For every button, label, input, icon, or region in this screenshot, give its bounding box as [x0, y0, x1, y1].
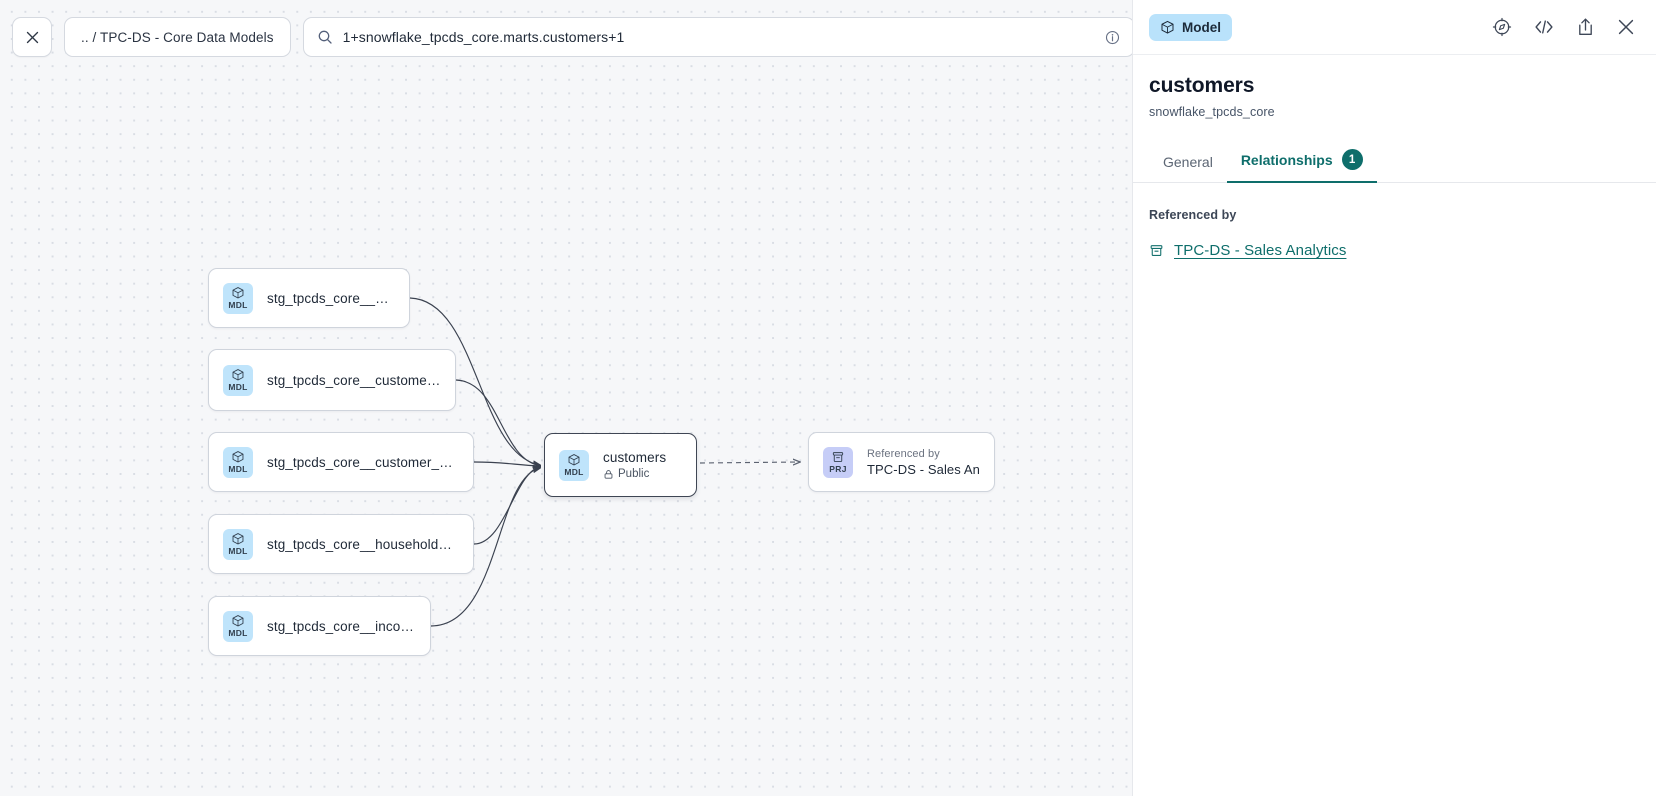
node-type-badge: MDL [223, 528, 253, 560]
project-icon [832, 452, 844, 462]
graph-node-stg-tpcds-core-customer[interactable]: MDL stg_tpcds_core__customer [208, 268, 410, 328]
node-title: stg_tpcds_core__customer [267, 290, 395, 306]
node-title: TPC-DS - Sales Analytics [867, 461, 980, 477]
lineage-search-input[interactable]: 1+snowflake_tpcds_core.marts.customers+1 [302, 17, 1132, 57]
list-item[interactable]: TPC-DS - Sales Analytics [1149, 242, 1636, 259]
node-type-badge: MDL [223, 446, 253, 478]
node-access: Public [603, 468, 666, 480]
breadcrumb[interactable]: .. / TPC-DS - Core Data Models [64, 17, 291, 57]
graph-node-stg-tpcds-core-household-demogr-[interactable]: MDL stg_tpcds_core__household_demogr… [208, 514, 474, 574]
tab-relationships-label: Relationships [1240, 151, 1333, 168]
tab-general-label: General [1163, 154, 1213, 170]
graph-node-stg-tpcds-core-customer-address[interactable]: MDL stg_tpcds_core__customer_address [208, 349, 456, 411]
cube-icon [232, 369, 244, 381]
node-type-badge: MDL [223, 282, 253, 314]
node-text: stg_tpcds_core__customer_demogra… [267, 455, 459, 470]
tab-relationships-count: 1 [1341, 149, 1363, 170]
lineage-canvas[interactable]: MDLstg_tpcds_core__customerMDLstg_tpcds_… [0, 0, 1132, 796]
reference-link[interactable]: TPC-DS - Sales Analytics [1174, 242, 1347, 259]
explore-icon[interactable] [1492, 17, 1512, 37]
node-title: customers [603, 450, 667, 465]
cube-icon [232, 533, 244, 545]
cube-icon [232, 451, 244, 463]
tab-general[interactable]: General [1149, 146, 1227, 183]
code-icon[interactable] [1533, 17, 1555, 37]
project-icon [1150, 245, 1163, 256]
node-text: stg_tpcds_core__income_band [267, 619, 416, 634]
panel-header-actions [1492, 17, 1636, 37]
details-panel-header: Model [1133, 0, 1656, 55]
panel-tabs: General Relationships 1 [1133, 141, 1656, 183]
close-lineage-button[interactable] [12, 17, 52, 57]
cube-icon [232, 615, 244, 627]
node-text: stg_tpcds_core__customer [267, 291, 395, 306]
cube-icon [1161, 20, 1174, 34]
page-title: customers [1149, 74, 1255, 97]
panel-subtitle: snowflake_tpcds_core [1149, 105, 1275, 119]
node-type-badge: PRJ [823, 446, 853, 478]
graph-node-stg-tpcds-core-income-band[interactable]: MDL stg_tpcds_core__income_band [208, 596, 431, 656]
node-title: stg_tpcds_core__customer_demogra… [267, 454, 459, 470]
type-chip-label: Model [1182, 19, 1221, 35]
type-chip[interactable]: Model [1149, 13, 1232, 41]
node-title: stg_tpcds_core__income_band [267, 618, 416, 634]
panel-title-block: customers snowflake_tpcds_core [1133, 55, 1656, 119]
canvas-toolbar: .. / TPC-DS - Core Data Models 1+snowfla… [12, 17, 1132, 57]
graph-node-stg-tpcds-core-customer-demogra-[interactable]: MDL stg_tpcds_core__customer_demogra… [208, 432, 474, 492]
referenced-by-label: Referenced by [1149, 208, 1237, 222]
tab-relationships[interactable]: Relationships 1 [1226, 141, 1377, 183]
search-icon [318, 30, 332, 44]
graph-nodes-layer: MDLstg_tpcds_core__customerMDLstg_tpcds_… [208, 268, 995, 656]
node-type-badge: MDL [559, 449, 589, 481]
node-type-badge: MDL [223, 610, 253, 642]
cube-icon [568, 454, 580, 466]
node-text: stg_tpcds_core__customer_address [267, 373, 441, 388]
info-icon[interactable] [1105, 30, 1120, 45]
lock-icon [604, 469, 613, 479]
node-eyebrow: Referenced by [867, 447, 940, 460]
node-text: stg_tpcds_core__household_demogr… [267, 537, 459, 552]
node-title: stg_tpcds_core__customer_address [267, 372, 441, 388]
node-type-badge: MDL [223, 364, 253, 396]
share-icon[interactable] [1576, 17, 1595, 37]
close-icon [26, 31, 38, 43]
panel-body: Referenced by TPC-DS - Sales Analytics [1133, 183, 1656, 796]
cube-icon [232, 287, 244, 299]
node-title: stg_tpcds_core__household_demogr… [267, 536, 459, 552]
details-panel: Model [1132, 0, 1656, 796]
close-panel-icon[interactable] [1616, 17, 1636, 37]
search-value[interactable]: 1+snowflake_tpcds_core.marts.customers+1 [342, 29, 625, 45]
